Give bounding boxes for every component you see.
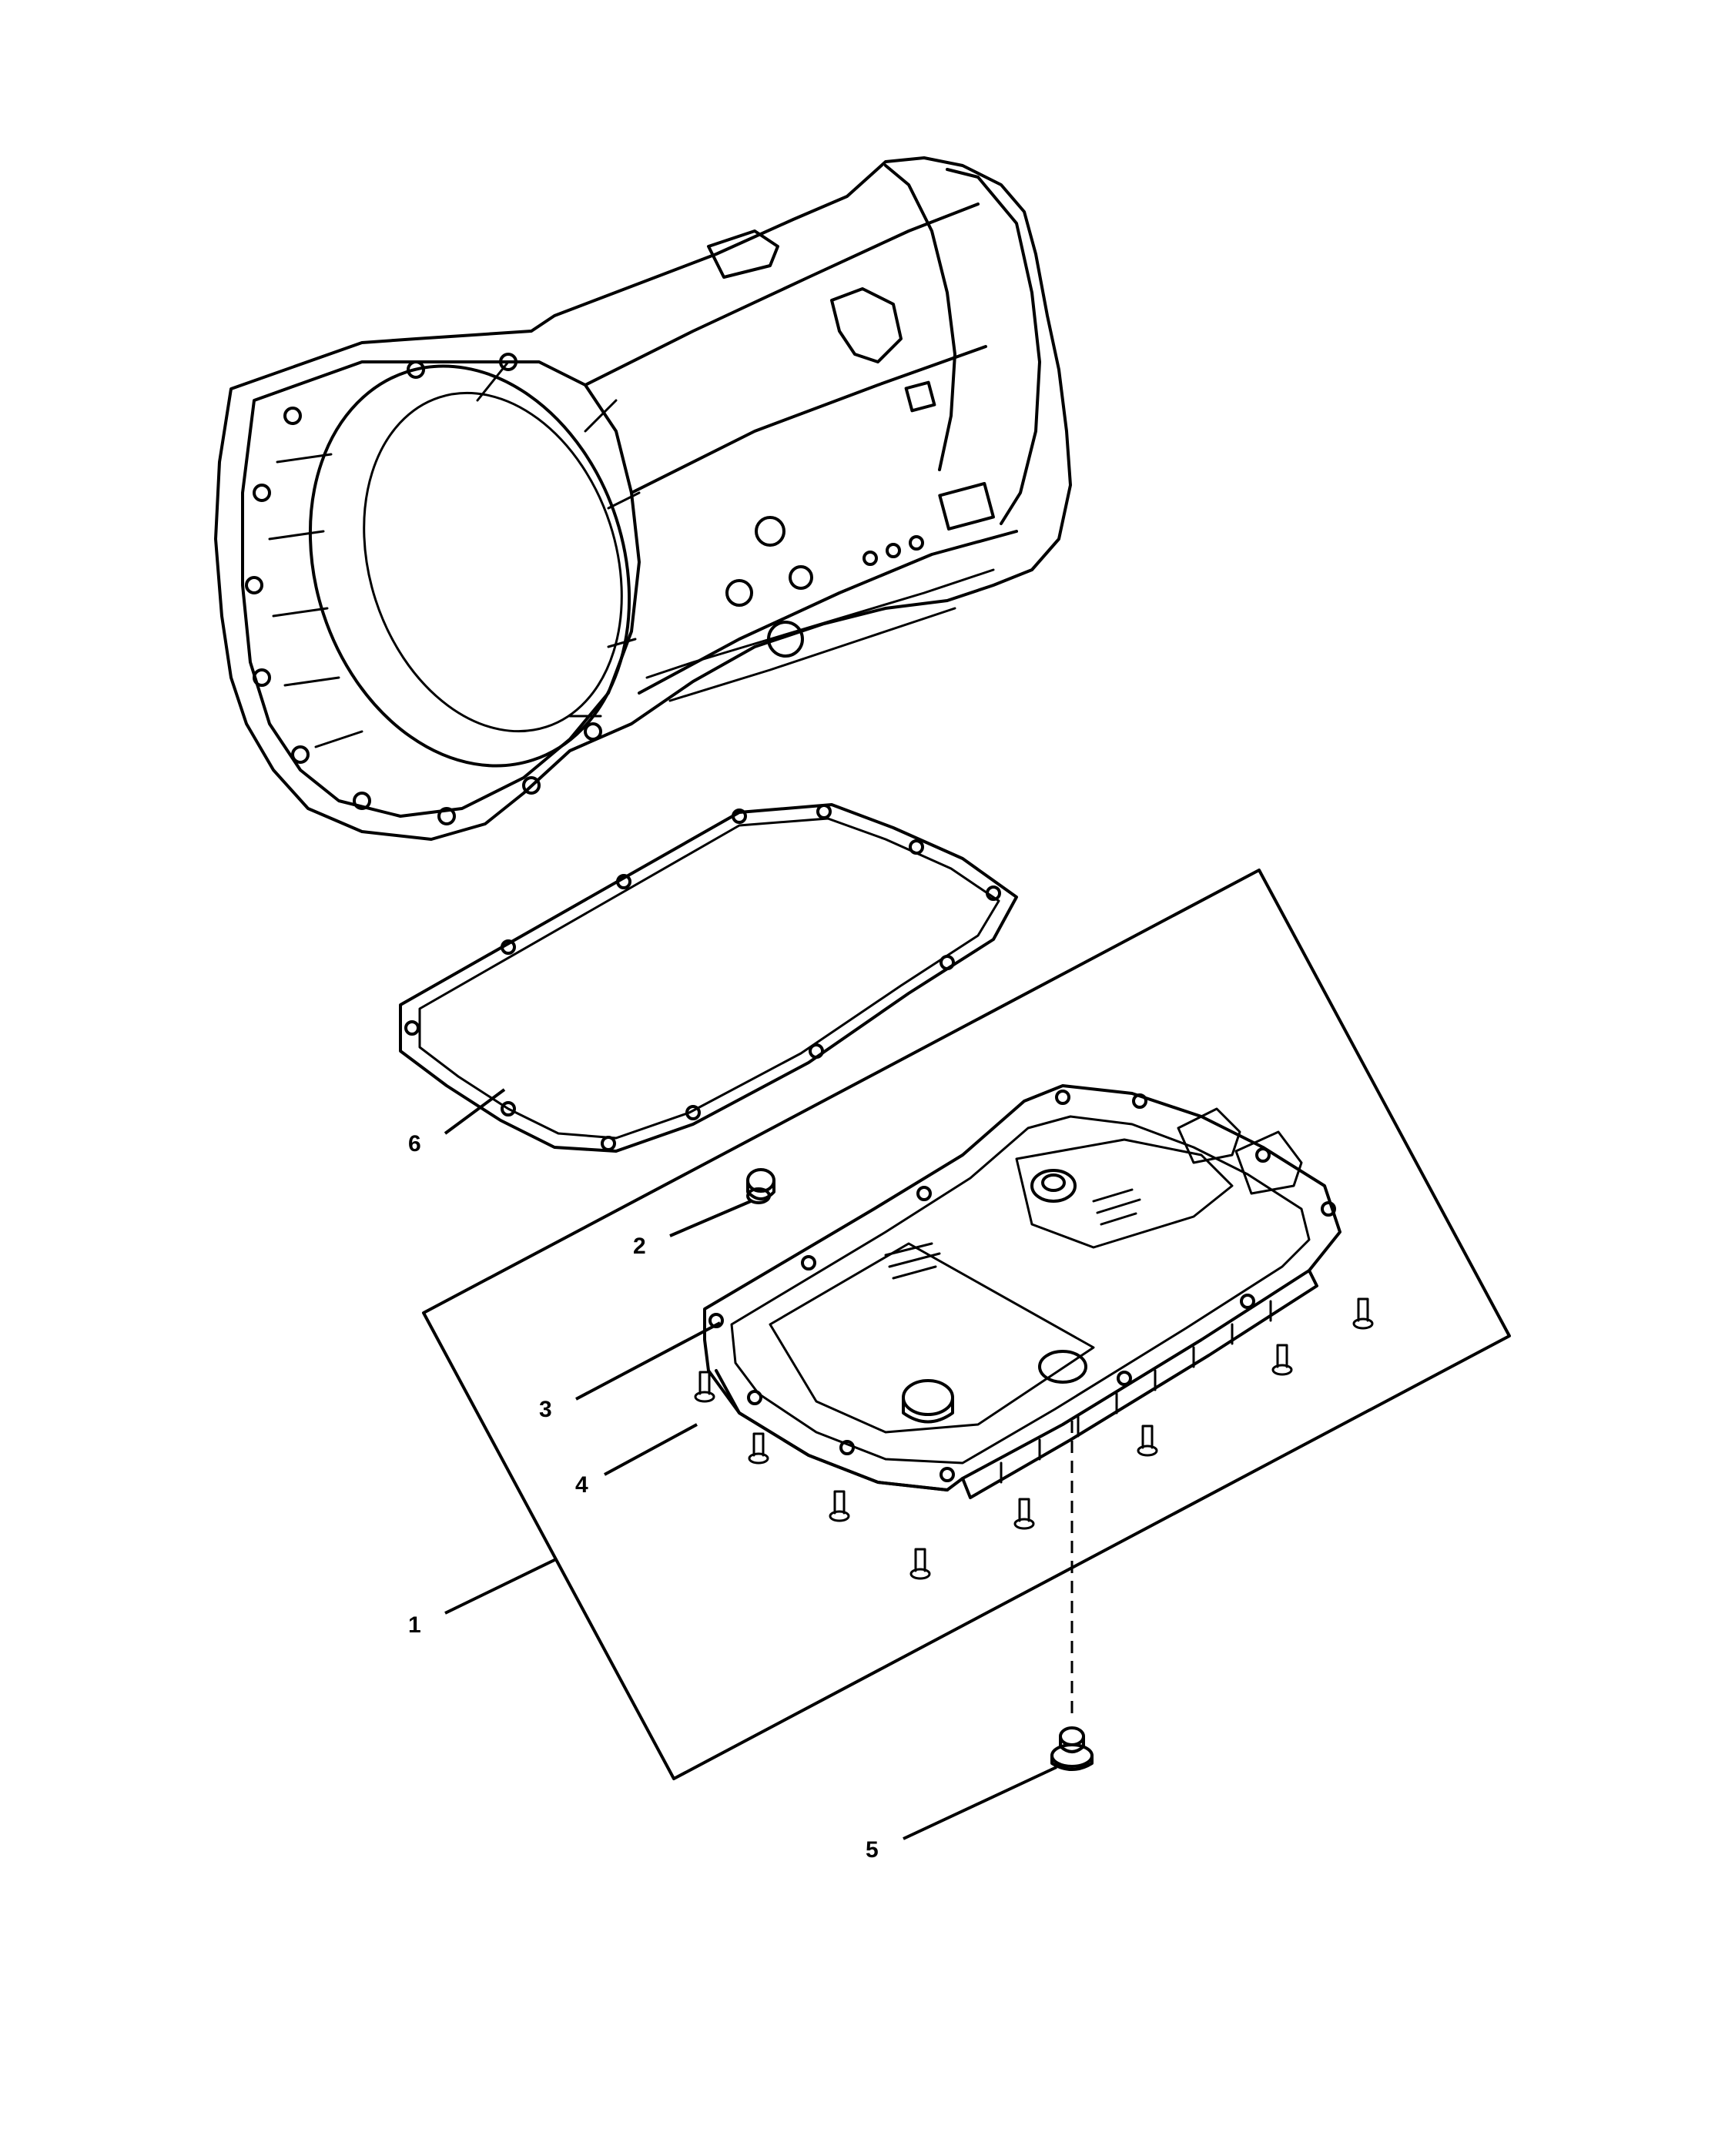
callout-label-3: 3 [539,1397,552,1422]
bolt [909,1548,931,1580]
bolt [1271,1344,1293,1376]
leader-line-5 [903,1766,1057,1840]
leader-line-3 [575,1321,721,1401]
transmission-housing [214,156,1072,841]
leader-line-6 [444,1088,506,1135]
leader-line-2 [669,1200,752,1237]
drain-plug-5 [1050,1726,1094,1771]
bolt [1137,1424,1158,1457]
oil-pan [703,1084,1341,1499]
oil-pan-gasket [399,803,1018,1153]
leader-lines [444,1088,1057,1840]
kit-boundary-box [422,869,1511,1780]
leader-line-4 [604,1423,698,1476]
callout-label-2: 2 [633,1234,646,1259]
callout-labels: 6 2 3 4 1 5 [408,1131,879,1863]
bolt [1013,1498,1035,1530]
drain-plug-2 [746,1168,775,1204]
bolt [694,1371,715,1403]
leader-line-1 [444,1558,557,1615]
callout-label-5: 5 [866,1837,879,1863]
bolt [748,1432,769,1465]
bolt [829,1490,850,1522]
callout-label-4: 4 [575,1472,588,1498]
pan-bolts [694,1297,1374,1580]
callout-label-1: 1 [408,1612,421,1638]
bolt [1352,1297,1374,1330]
callout-label-6: 6 [408,1131,421,1157]
